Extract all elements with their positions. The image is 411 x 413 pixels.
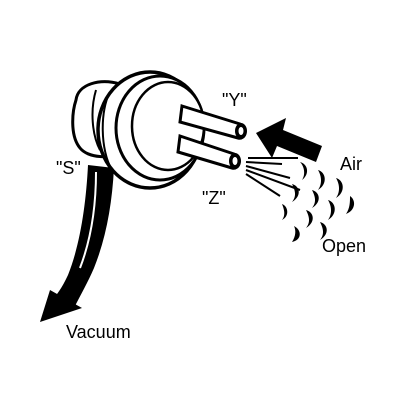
vacuum-label: Vacuum bbox=[66, 322, 131, 342]
port-z-label: "Z" bbox=[202, 188, 226, 208]
port-y-label: "Y" bbox=[222, 90, 247, 110]
air-puffs bbox=[282, 162, 355, 242]
air-label: Air bbox=[340, 154, 362, 174]
air-arrow bbox=[256, 118, 322, 162]
vacuum-arrow bbox=[40, 290, 82, 322]
port-s-label: "S" bbox=[56, 158, 81, 178]
port-y-tube bbox=[178, 104, 247, 140]
air-spray-lines bbox=[245, 157, 301, 197]
valve-main-body bbox=[96, 70, 206, 190]
port-z-tube bbox=[176, 133, 241, 170]
vacuum-hose bbox=[52, 165, 114, 308]
open-label: Open bbox=[322, 236, 366, 256]
